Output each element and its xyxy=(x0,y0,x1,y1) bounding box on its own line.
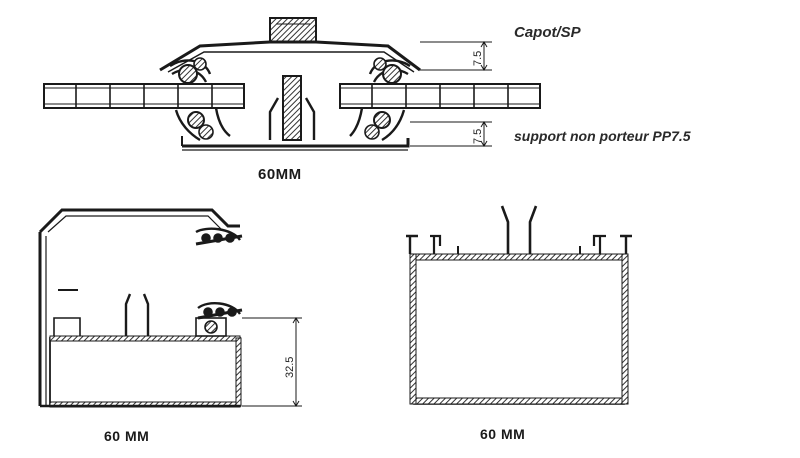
top-assembly xyxy=(43,17,541,151)
support-gasket-left xyxy=(174,107,231,142)
cap-gasket-left xyxy=(169,57,212,84)
polycarbonate-sheet-right xyxy=(339,83,541,109)
right-profile-clip xyxy=(500,205,538,254)
left-profile-gasket-lower xyxy=(195,302,243,337)
cap-profile xyxy=(159,40,421,72)
dim-left-height xyxy=(242,317,302,407)
dim-top-upper xyxy=(420,41,492,71)
screw-shaft xyxy=(282,75,302,141)
support-base xyxy=(182,138,410,148)
left-profile-box xyxy=(49,337,241,407)
left-profile xyxy=(38,208,302,408)
width-left-label: 60 MM xyxy=(104,428,150,444)
width-right-label: 60 MM xyxy=(480,426,526,442)
support-gasket-right xyxy=(349,107,406,142)
dim-top-lower-label: 7.5 xyxy=(472,128,484,144)
left-profile-gasket-upper xyxy=(195,227,243,246)
dim-top-upper-label: 7.5 xyxy=(472,50,484,66)
right-profile xyxy=(406,205,632,405)
screw-head xyxy=(269,17,317,43)
cap-gasket-right xyxy=(368,57,411,84)
dim-left-height-label: 32.5 xyxy=(284,356,296,378)
width-top-label: 60MM xyxy=(258,166,302,183)
polycarbonate-sheet-left xyxy=(43,83,245,109)
capot-label: Capot/SP xyxy=(514,24,581,41)
right-profile-box xyxy=(413,255,625,405)
support-label: support non porteur PP7.5 xyxy=(514,128,691,144)
left-profile-clip xyxy=(124,293,150,336)
center-clip xyxy=(268,97,316,140)
dim-top-lower xyxy=(410,121,492,147)
